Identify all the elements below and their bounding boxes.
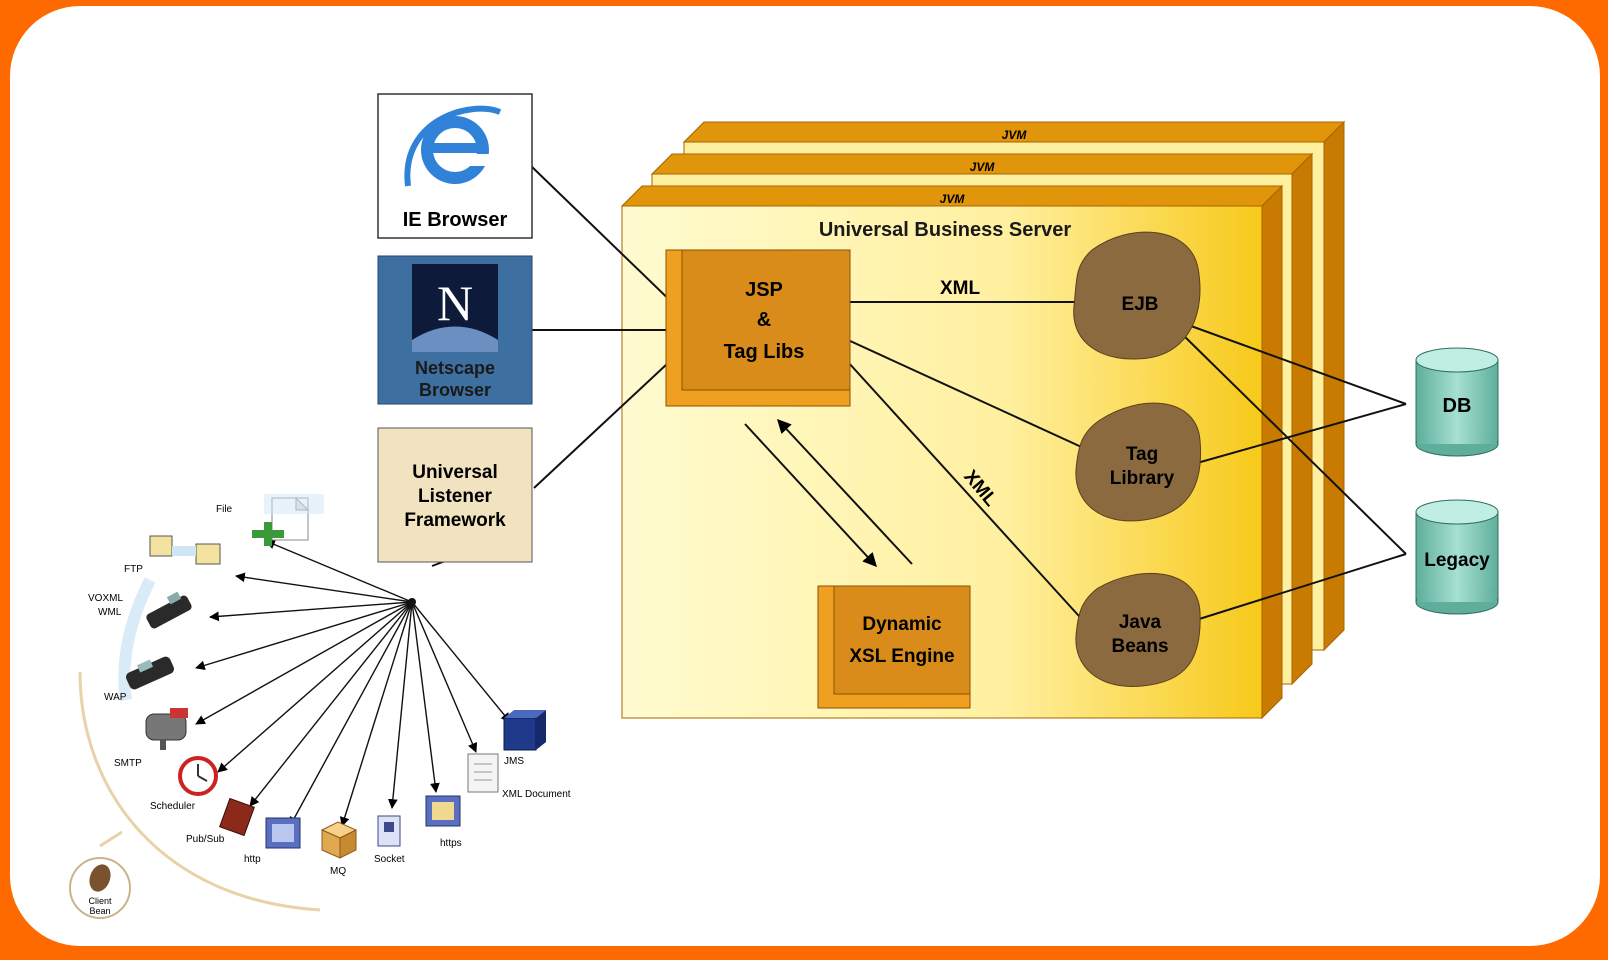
ie-logo-icon: [404, 105, 502, 187]
jsp-line-3: Tag Libs: [724, 341, 805, 363]
wml-label: WML: [98, 607, 122, 618]
xsl-engine-box: Dynamic XSL Engine: [817, 585, 971, 709]
https-label: https: [440, 838, 462, 849]
voxml-label: VOXML: [88, 593, 123, 604]
hub-arrow-voxml: [209, 601, 413, 622]
xsl-to-jsp-arrow: [777, 418, 913, 565]
phone-icon: [146, 591, 192, 629]
netscape-label-1: Netscape: [415, 358, 495, 378]
client-bean-label-1: Client: [88, 896, 112, 906]
ejb-to-legacy-line: [1179, 331, 1407, 555]
jsp-line-2: &: [757, 309, 771, 331]
ie-browser-label: IE Browser: [403, 209, 508, 231]
hub-arrow-mq: [339, 601, 413, 827]
netscape-logo-letter: N: [437, 275, 473, 331]
client-bean-icon: [69, 857, 131, 919]
jsp-to-beans-line: [847, 361, 1089, 627]
taglib-to-db-line: [1189, 403, 1407, 466]
listener-line-2: Listener: [418, 486, 493, 507]
adapter-arc: [78, 671, 321, 912]
book-icon: [219, 797, 255, 837]
hub-arrow-http: [289, 601, 413, 827]
listener-to-jsp-line: [533, 349, 683, 489]
taglib-label-2: Library: [1110, 468, 1175, 489]
jvm-label-front: JVM: [940, 192, 966, 206]
jvm-stack: JVM JVM JVM Universal Business Server: [620, 120, 1346, 720]
mq-label: MQ: [330, 866, 346, 877]
hub-arrow-wap: [195, 601, 413, 671]
listener-line-1: Universal: [412, 462, 498, 483]
file-icon: [252, 494, 324, 546]
db-cylinder: DB: [1415, 347, 1499, 457]
netscape-label-2: Browser: [419, 380, 491, 400]
ejb-blob: EJB: [1073, 231, 1201, 360]
scheduler-label: Scheduler: [150, 801, 196, 812]
ftp-icon: [149, 535, 221, 565]
beans-label-1: Java: [1119, 612, 1162, 633]
hub-arrow-ftp: [235, 572, 413, 603]
listener-framework-box: Universal Listener Framework: [377, 427, 533, 563]
mailbox-icon: [145, 708, 188, 750]
server-title: Universal Business Server: [819, 219, 1072, 241]
beans-to-legacy-line: [1195, 553, 1407, 621]
hub-arrow-jms: [411, 601, 511, 723]
socket-icon: [377, 815, 401, 847]
legacy-cylinder: Legacy: [1415, 499, 1499, 615]
listener-line-3: Framework: [404, 510, 506, 531]
hub-arrow-scheduler: [217, 601, 413, 773]
tag-library-blob: Tag Library: [1075, 402, 1202, 522]
jsp-line-1: JSP: [745, 279, 783, 301]
jvm-label-back: JVM: [1002, 128, 1028, 142]
file-label: File: [216, 504, 233, 515]
xml-label-top: XML: [940, 278, 981, 299]
socket-label: Socket: [374, 854, 405, 865]
ftp-label: FTP: [124, 564, 143, 575]
jsp-to-taglib-line: [847, 339, 1089, 451]
client-adapters: File FTP VOXML WML WAP SMTP: [69, 494, 571, 919]
ie-to-jsp-line: [529, 164, 683, 313]
document-icon: [467, 753, 499, 793]
db-label: DB: [1443, 395, 1472, 417]
package-icon: [320, 821, 358, 859]
adapter-hub: [408, 598, 416, 606]
jms-cube-icon: [503, 710, 546, 751]
hub-arrow-smtp: [195, 601, 413, 725]
client-bean-label-2: Bean: [89, 906, 110, 916]
hub-arrow-https: [411, 601, 440, 793]
ejb-to-db-line: [1179, 321, 1407, 405]
jsp-to-xsl-arrow: [744, 423, 877, 568]
http-window-icon: [265, 817, 301, 849]
hub-arrow-pubsub: [249, 601, 413, 807]
ejb-label: EJB: [1122, 294, 1159, 315]
hub-arrow-xml-document: [411, 601, 478, 753]
pubsub-label: Pub/Sub: [186, 834, 225, 845]
beans-label-2: Beans: [1111, 636, 1168, 657]
connectors: [431, 164, 1407, 627]
legacy-label: Legacy: [1424, 550, 1490, 571]
netscape-browser-box: N Netscape Browser: [377, 255, 533, 405]
clock-icon: [178, 756, 218, 796]
wap-label: WAP: [104, 692, 127, 703]
hub-arrow-socket: [387, 601, 413, 809]
jvm-label-middle: JVM: [970, 160, 996, 174]
java-beans-blob: Java Beans: [1075, 572, 1201, 687]
https-window-icon: [425, 795, 461, 827]
xml-document-label: XML Document: [502, 789, 571, 800]
xsl-line-2: XSL Engine: [849, 646, 954, 667]
http-label: http: [244, 854, 261, 865]
xsl-line-1: Dynamic: [862, 614, 942, 635]
jms-label: JMS: [504, 756, 524, 767]
ie-browser-box: IE Browser: [377, 93, 533, 239]
smtp-label: SMTP: [114, 758, 142, 769]
wap-device-icon: [126, 656, 174, 690]
taglib-label-1: Tag: [1126, 444, 1158, 465]
jsp-taglibs-box: JSP & Tag Libs: [665, 249, 851, 407]
hub-arrow-file: [265, 539, 413, 603]
